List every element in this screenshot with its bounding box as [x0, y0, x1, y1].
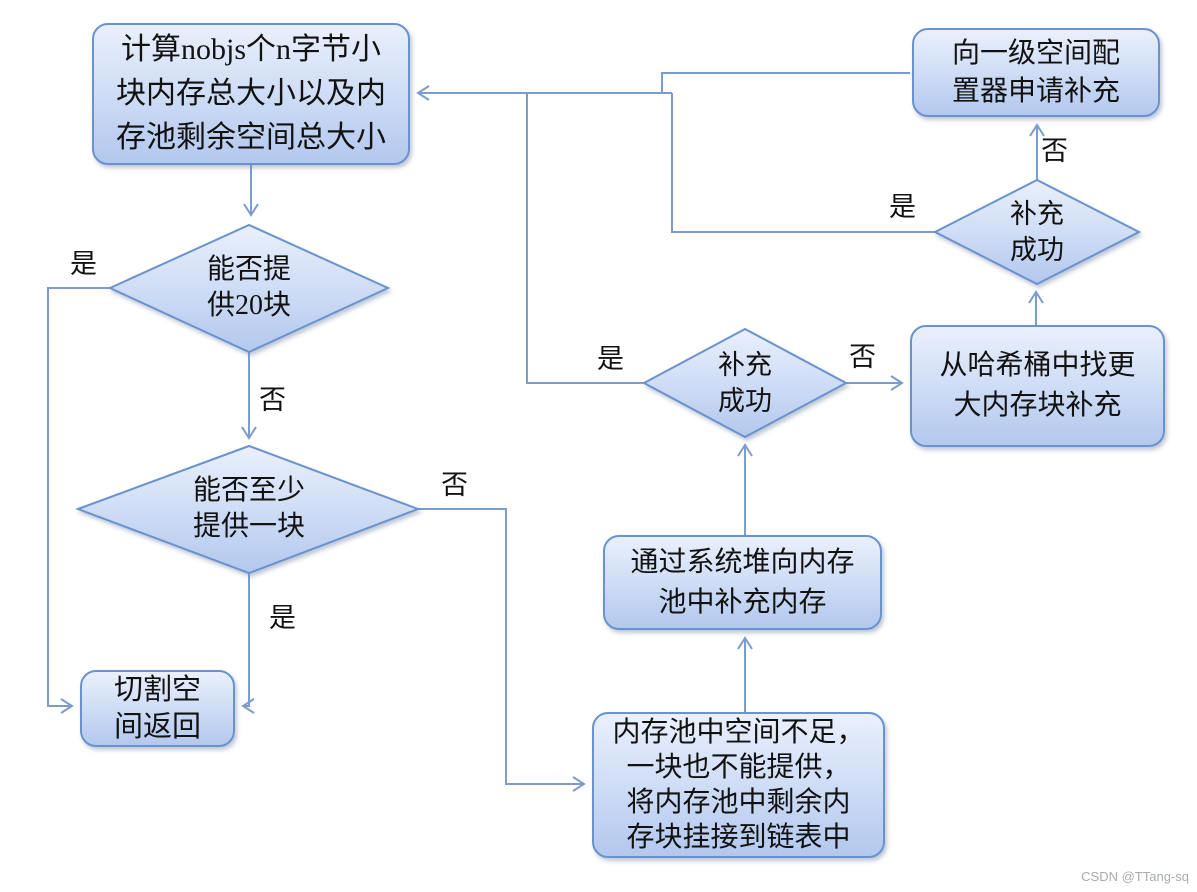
edge-refill-mid-yes-return: [526, 93, 644, 384]
text-line: 大内存块补充: [953, 390, 1122, 421]
text-line: 置器申请补充: [951, 75, 1120, 107]
edge-atleast1-no-to-pool: [418, 508, 586, 792]
process-first-level-allocator: 向一级空间配 置器申请补充: [912, 28, 1160, 117]
text-line: 供20块: [206, 290, 291, 321]
text-line: 提供一块: [192, 511, 305, 542]
edge-label-atleast1-no: 否: [441, 470, 468, 500]
edge-atleast1-yes-to-cut: [241, 573, 255, 714]
text-line: 块内存总大小以及内: [116, 77, 386, 110]
text-line: 存块挂接到链表中: [626, 822, 851, 853]
text-line: 向一级空间配: [951, 37, 1120, 69]
decision-refill-success-top-shape: [932, 178, 1142, 286]
text-line: 补充: [1010, 199, 1064, 229]
text-line: 计算nobjs个n字节小: [120, 33, 381, 66]
decision-can-provide-one-label: 能否至少 提供一块: [144, 473, 354, 545]
process-pool-insufficient: 内存池中空间不足， 一块也不能提供， 将内存池中剩余内 存块挂接到链表中: [592, 712, 885, 858]
text-line: 成功: [718, 386, 772, 416]
text-line: 从哈希桶中找更: [939, 350, 1136, 381]
text-line: 通过系统堆向内存: [630, 546, 855, 578]
csdn-watermark: CSDN @TTang-sq: [1081, 869, 1189, 884]
edge-label-atleast1-yes: 是: [269, 603, 296, 633]
decision-refill-success-top-label: 补充 成功: [977, 196, 1097, 268]
edge-provide20-yes-to-cut: [47, 287, 110, 714]
text-line: 成功: [1010, 235, 1064, 265]
text-line: 内存池中空间不足，: [612, 717, 865, 748]
process-hash-bucket-refill: 从哈希桶中找更 大内存块补充: [910, 325, 1165, 447]
text-line: 能否至少: [192, 475, 305, 506]
decision-refill-success-mid-label: 补充 成功: [685, 347, 805, 419]
decision-can-provide-20-shape: [107, 223, 391, 354]
text-line: 一块也不能提供，: [626, 752, 851, 783]
text-line: 间返回: [113, 710, 201, 743]
text-line: 能否提: [206, 254, 291, 285]
edge-label-refill-top-no: 否: [1041, 136, 1068, 166]
text-line: 补充: [718, 350, 772, 380]
edge-label-refill-top-yes: 是: [889, 192, 916, 222]
decision-refill-success-mid-shape: [641, 327, 849, 439]
edge-label-provide20-yes: 是: [70, 249, 97, 279]
text-line: 切割空: [113, 673, 201, 706]
text-line: 池中补充内存: [658, 586, 827, 618]
edge-refill-top-yes-return: [671, 93, 935, 233]
process-cut-and-return: 切割空 间返回: [80, 670, 235, 747]
edge-firstlevel-return: [661, 72, 910, 92]
decision-can-provide-20-label: 能否提 供20块: [169, 252, 329, 324]
edge-label-provide20-no: 否: [259, 385, 286, 415]
process-compute-total: 计算nobjs个n字节小 块内存总大小以及内 存池剩余空间总大小: [92, 23, 410, 165]
edge-label-refill-mid-no: 否: [849, 342, 876, 372]
edge-label-refill-mid-yes: 是: [597, 344, 624, 374]
text-line: 将内存池中剩余内: [626, 787, 851, 818]
text-line: 存池剩余空间总大小: [116, 121, 386, 154]
decision-can-provide-one-shape: [75, 444, 421, 575]
process-heap-refill: 通过系统堆向内存 池中补充内存: [603, 535, 882, 630]
